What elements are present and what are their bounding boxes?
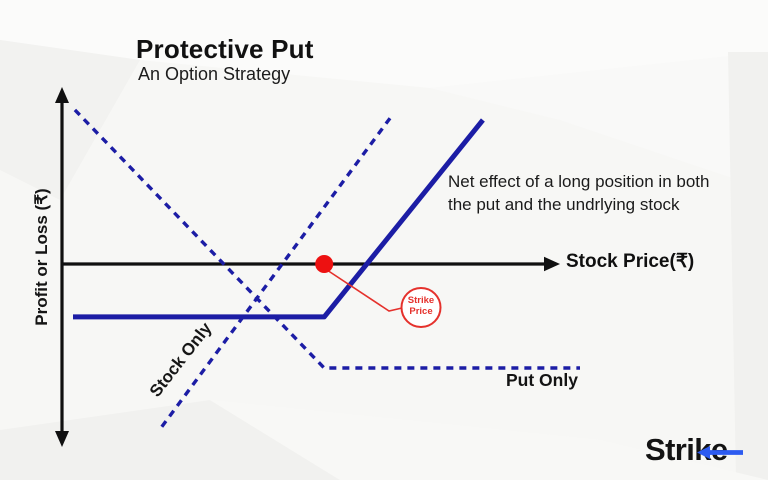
x-axis-label: Stock Price(₹) — [566, 251, 695, 272]
strike-logo-text-left: Stri — [645, 432, 695, 467]
strike-callout-circle — [400, 287, 442, 328]
strike-marker-layer — [315, 255, 334, 273]
logo-left-arrow-icon — [697, 446, 743, 459]
axes — [55, 87, 560, 447]
net-effect-annotation: Net effect of a long position in both th… — [448, 170, 750, 216]
net-effect-line1: Net effect of a long position in both — [448, 172, 710, 191]
y-axis-arrow-up-icon — [55, 87, 69, 103]
page-title: Protective Put — [136, 34, 314, 64]
series-stock-only — [160, 117, 392, 428]
strike-callout-line — [326, 269, 403, 312]
x-axis-arrow-right-icon — [544, 256, 560, 272]
strike-annotation — [326, 269, 442, 328]
y-axis-label: Profit or Loss (₹) — [32, 188, 51, 326]
strike-logo: Strike — [645, 432, 743, 468]
series-net-effect-of-a-long-position-in-both-th — [73, 118, 485, 320]
net-effect-line2: the put and the undrlying stock — [448, 195, 680, 214]
strike-price-label: Strike Price — [391, 295, 451, 317]
series-put-only — [73, 108, 580, 370]
page-subtitle: An Option Strategy — [138, 64, 291, 84]
y-axis-arrow-down-icon — [55, 431, 69, 447]
put-only-label: Put Only — [506, 370, 578, 390]
strike-price-label-line2: Price — [409, 306, 433, 317]
strike-logo-text-right: ke — [694, 432, 728, 467]
strike-price-dot — [315, 255, 334, 273]
strike-price-label-line1: Strike — [407, 295, 435, 306]
payoff-series-layer — [73, 108, 580, 428]
